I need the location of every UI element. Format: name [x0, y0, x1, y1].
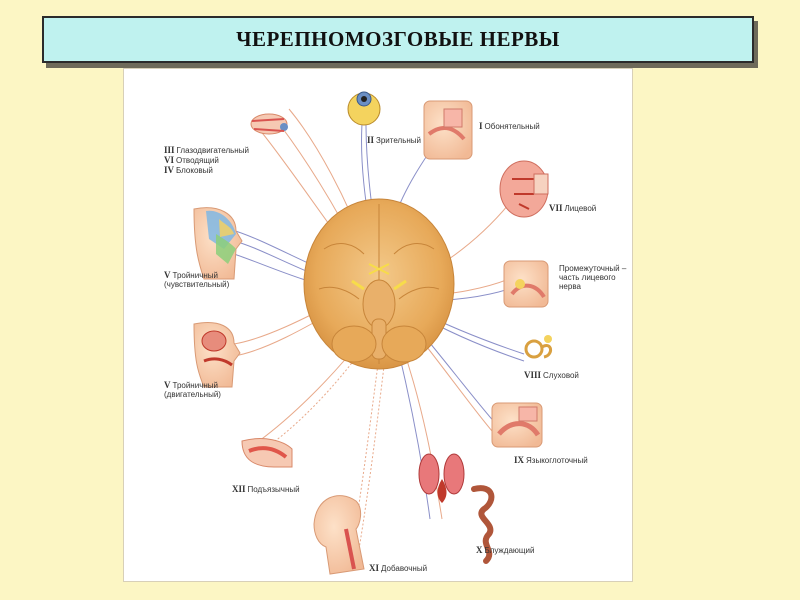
vagus-organs-illustration	[418, 453, 495, 564]
glossopharyngeal-head-illustration	[491, 402, 543, 448]
page-title: ЧЕРЕПНОМОЗГОВЫЕ НЕРВЫ	[236, 27, 560, 51]
facial-head-illustration	[499, 160, 549, 218]
trigeminal-motor-head-illustration	[193, 322, 241, 388]
label-intermediate: Промежуточный – часть лицевого нерва	[559, 264, 627, 291]
title-box: ЧЕРЕПНОМОЗГОВЫЕ НЕРВЫ	[42, 16, 754, 63]
olfactory-head-illustration	[423, 100, 473, 160]
trigeminal-sensory-head-illustration	[193, 207, 243, 280]
hypoglossal-illustration	[241, 438, 293, 468]
accessory-head-illustration	[313, 495, 365, 575]
intermediate-head-illustration	[503, 260, 549, 308]
eye-illustration	[347, 91, 381, 126]
eye-muscles-illustration	[250, 113, 288, 135]
brain-base	[303, 198, 455, 370]
inner-ear-illustration	[524, 335, 552, 359]
nerves-illustration	[193, 91, 552, 575]
